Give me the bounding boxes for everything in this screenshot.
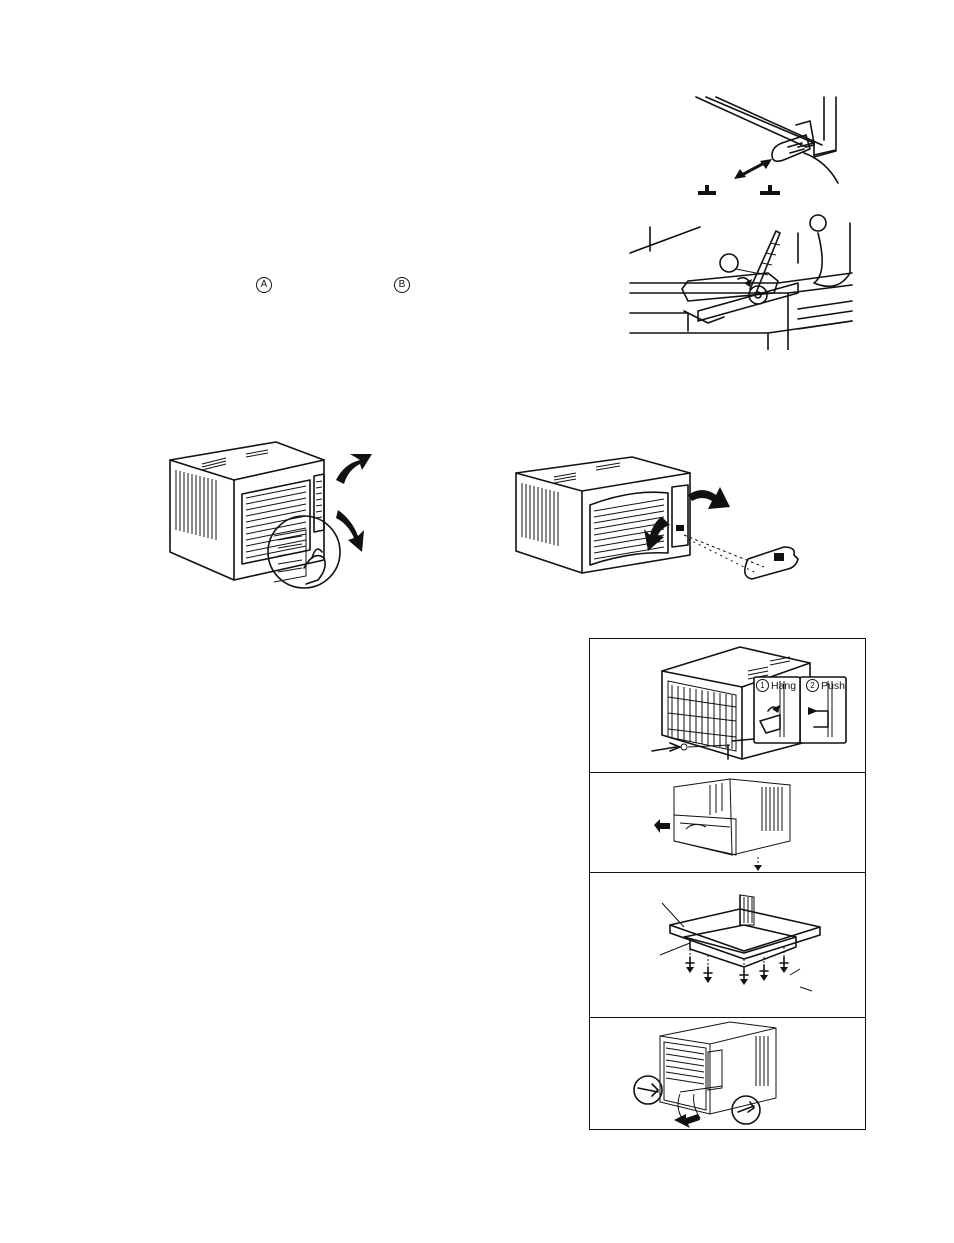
panel-divider bbox=[590, 772, 865, 773]
panel-divider bbox=[590, 872, 865, 873]
step2-number: 2 bbox=[806, 679, 819, 692]
lever-illustration bbox=[686, 95, 851, 203]
bracket-illustration bbox=[628, 213, 853, 350]
step-reinstall-front-illustration bbox=[630, 1020, 862, 1128]
unit-grille-open-illustration bbox=[166, 440, 376, 590]
step-hang-push-illustration bbox=[650, 641, 865, 769]
callout-a: A bbox=[256, 277, 272, 293]
step1-hang-label: 1 Hang bbox=[756, 679, 796, 692]
unit-remote-illustration bbox=[512, 455, 804, 580]
step1-number: 1 bbox=[756, 679, 769, 692]
installation-steps-panel: 1 Hang 2 Push bbox=[589, 638, 866, 1130]
callout-b: B bbox=[394, 277, 410, 293]
step2-text: Push bbox=[821, 680, 845, 692]
step-base-screws-illustration bbox=[650, 875, 850, 1015]
step2-push-label: 2 Push bbox=[806, 679, 845, 692]
panel-divider bbox=[590, 1017, 865, 1018]
step-slide-out-illustration bbox=[640, 775, 860, 871]
step1-text: Hang bbox=[771, 680, 796, 692]
